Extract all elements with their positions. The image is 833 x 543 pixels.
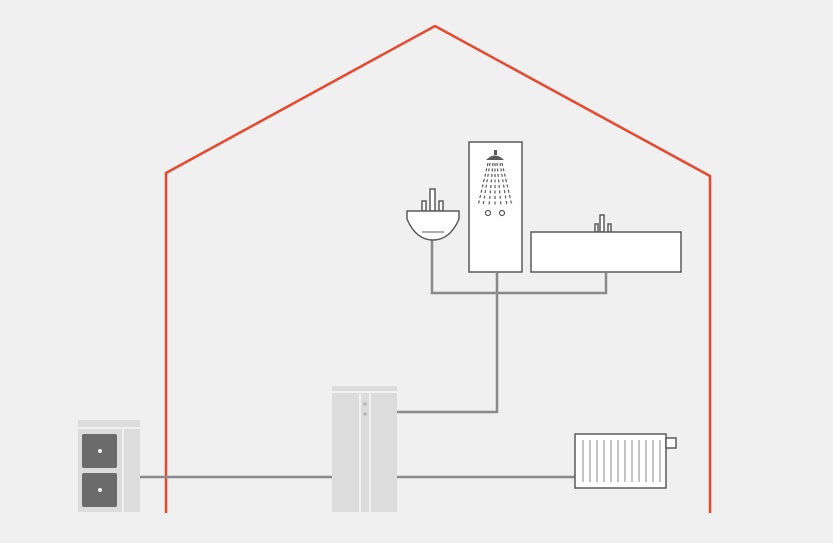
shower-icon <box>468 141 523 273</box>
pipe-indoor-to-hot-water <box>397 273 499 414</box>
radiator-icon <box>574 433 677 489</box>
pipework <box>140 240 608 479</box>
house-outline <box>164 24 712 513</box>
radiator-fins <box>582 440 661 482</box>
washbasin-icon <box>406 188 460 241</box>
bathtub-icon <box>530 214 682 273</box>
indoor-cylinder-unit-icon <box>332 386 397 512</box>
pipe-basin-to-bath <box>430 240 608 295</box>
heat-pump-outdoor-unit-icon <box>78 420 140 512</box>
